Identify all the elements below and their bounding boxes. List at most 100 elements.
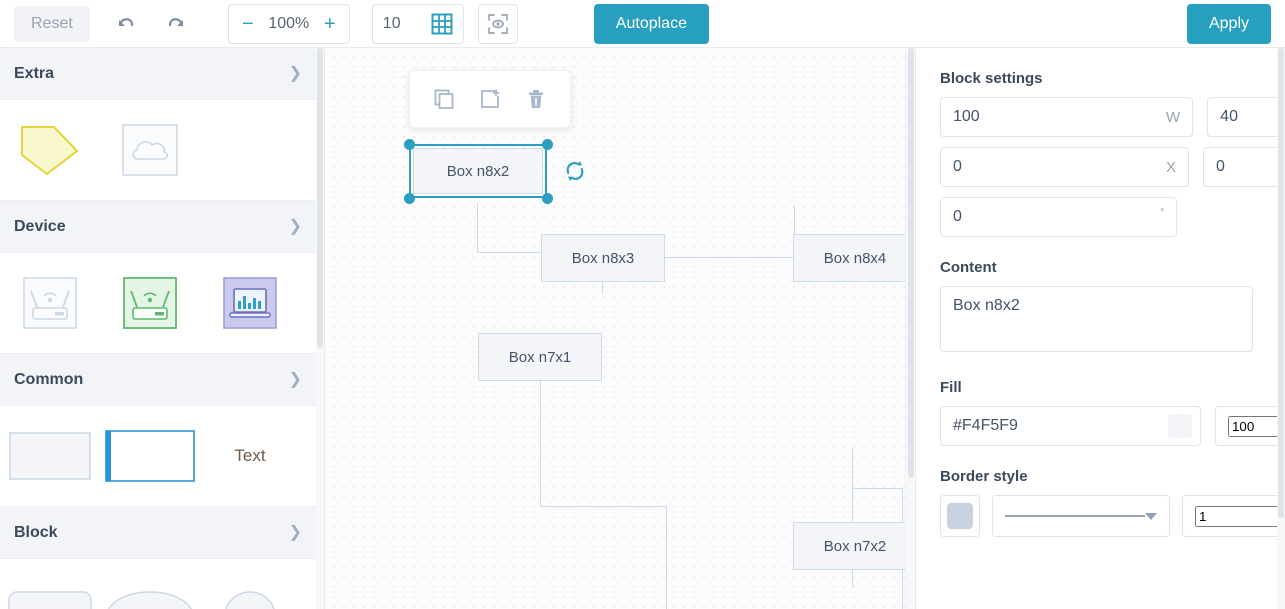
palette-item-router-device[interactable] — [0, 265, 100, 341]
inspector-scrollbar[interactable] — [1277, 48, 1285, 609]
rectangle-shape-icon — [9, 432, 91, 480]
diagram-canvas[interactable]: Box n8x3 Box n8x4 Box n7x1 Box n7x2 Box … — [325, 48, 915, 609]
palette-scrollbar-thumb[interactable] — [317, 48, 323, 348]
connector — [540, 378, 541, 506]
canvas-node[interactable]: Box n8x3 — [541, 234, 665, 282]
palette-item-bordered-rectangle-shape[interactable] — [100, 418, 200, 494]
canvas-node[interactable]: Box n8x4 — [793, 234, 915, 282]
connector — [794, 205, 795, 257]
content-textarea[interactable] — [940, 286, 1253, 352]
palette-section-block[interactable]: Block ❯ — [0, 507, 316, 559]
width-input[interactable] — [953, 108, 1160, 126]
connector — [666, 506, 667, 609]
palette-section-title: Extra — [14, 64, 55, 82]
fill-color-swatch[interactable] — [1168, 414, 1192, 438]
tag-shape-icon — [21, 126, 79, 176]
palette-item-ellipse-shape[interactable] — [100, 573, 200, 609]
connector — [852, 488, 902, 489]
rotation-field-row: ° — [940, 197, 1253, 237]
bordered-rectangle-shape-icon — [105, 430, 195, 482]
width-field[interactable]: W — [940, 97, 1194, 137]
add-node-icon — [481, 89, 500, 108]
redo-button[interactable] — [158, 4, 198, 44]
copy-node-button[interactable] — [424, 80, 464, 118]
canvas-node-selected[interactable]: Box n8x2 — [413, 148, 543, 194]
palette-item-circle-shape[interactable] — [200, 573, 300, 609]
cloud-shape-icon — [122, 124, 178, 176]
copy-icon — [434, 89, 454, 109]
chevron-right-icon: ❯ — [288, 217, 302, 235]
palette-item-tag-shape[interactable] — [0, 112, 100, 188]
width-unit-label: W — [1166, 108, 1181, 126]
fill-hex-input[interactable] — [953, 417, 1160, 435]
rotation-input[interactable] — [953, 208, 1160, 226]
border-width-input[interactable] — [1195, 505, 1285, 527]
fill-opacity-field[interactable]: % — [1215, 406, 1285, 446]
palette-section-title: Block — [14, 523, 58, 541]
zoom-in-button[interactable]: + — [315, 6, 345, 42]
router-device-green-icon — [123, 277, 177, 329]
delete-node-button[interactable] — [516, 80, 556, 118]
node-context-toolbar — [409, 70, 571, 128]
fill-opacity-input[interactable] — [1228, 415, 1285, 437]
palette-section-extra[interactable]: Extra ❯ — [0, 48, 316, 100]
height-input[interactable] — [1220, 108, 1285, 126]
height-field[interactable]: H — [1207, 97, 1285, 137]
canvas-scrollbar-thumb[interactable] — [908, 48, 914, 478]
resize-handle-top-left[interactable] — [404, 139, 415, 150]
border-color-button[interactable] — [940, 495, 980, 537]
palette-section-device[interactable]: Device ❯ — [0, 201, 316, 253]
ellipse-shape-icon — [108, 591, 192, 609]
palette-section-title: Device — [14, 217, 66, 235]
resize-handle-bottom-left[interactable] — [404, 193, 415, 204]
fill-color-field[interactable] — [940, 406, 1201, 446]
palette-section-common[interactable]: Common ❯ — [0, 354, 316, 406]
zoom-level-value: 100% — [268, 14, 310, 32]
content-title: Content — [940, 259, 997, 276]
canvas-node[interactable]: Box n7x1 — [478, 333, 602, 381]
canvas-node-label: Box n7x1 — [508, 348, 572, 366]
undo-button[interactable] — [104, 4, 144, 44]
main-toolbar: Reset − 100% + — [0, 0, 1285, 48]
canvas-scrollbar[interactable] — [905, 48, 915, 609]
grid-toggle-button[interactable] — [427, 6, 457, 42]
border-width-field[interactable] — [1182, 495, 1285, 537]
inspector-scrollbar-thumb[interactable] — [1278, 48, 1284, 518]
palette-item-cloud-shape[interactable] — [100, 112, 200, 188]
connector — [665, 257, 666, 258]
redo-icon — [168, 17, 183, 26]
fit-view-icon — [487, 13, 508, 34]
add-node-button[interactable] — [470, 80, 510, 118]
degree-unit-label: ° — [1160, 207, 1165, 219]
palette-item-laptop-chart-device[interactable] — [200, 265, 300, 341]
connector — [477, 203, 478, 252]
palette-item-label: Text — [234, 446, 266, 465]
resize-handle-bottom-right[interactable] — [542, 193, 553, 204]
connector — [540, 506, 666, 507]
grid-size-input[interactable] — [382, 14, 417, 33]
border-line-style-select[interactable] — [992, 495, 1170, 537]
position-x-field[interactable]: X — [940, 147, 1190, 187]
autoplace-button[interactable]: Autoplace — [593, 3, 709, 44]
position-y-input[interactable] — [1216, 158, 1285, 176]
position-x-input[interactable] — [953, 158, 1160, 176]
canvas-node[interactable]: Box n7x2 — [793, 522, 915, 570]
zoom-control: − 100% + — [227, 3, 350, 44]
palette-item-text-shape[interactable]: Text — [200, 418, 300, 494]
canvas-node-label: Box n8x2 — [446, 162, 510, 180]
palette-item-router-device-green[interactable] — [100, 265, 200, 341]
rotate-handle[interactable] — [562, 158, 588, 184]
palette-item-rectangle-shape[interactable] — [0, 418, 100, 494]
position-y-field[interactable]: Y — [1203, 147, 1285, 187]
palette-scrollbar[interactable] — [316, 48, 324, 609]
palette-item-rounded-rectangle-shape[interactable] — [0, 573, 100, 609]
border-color-swatch — [947, 503, 973, 529]
router-device-icon — [23, 277, 77, 329]
rotation-field[interactable]: ° — [940, 197, 1178, 237]
apply-button[interactable]: Apply — [1186, 4, 1271, 44]
reset-button[interactable]: Reset — [14, 5, 90, 42]
zoom-out-button[interactable]: − — [233, 6, 263, 42]
fit-view-button[interactable] — [477, 3, 518, 44]
palette-items-extra — [0, 100, 316, 201]
resize-handle-top-right[interactable] — [542, 139, 553, 150]
